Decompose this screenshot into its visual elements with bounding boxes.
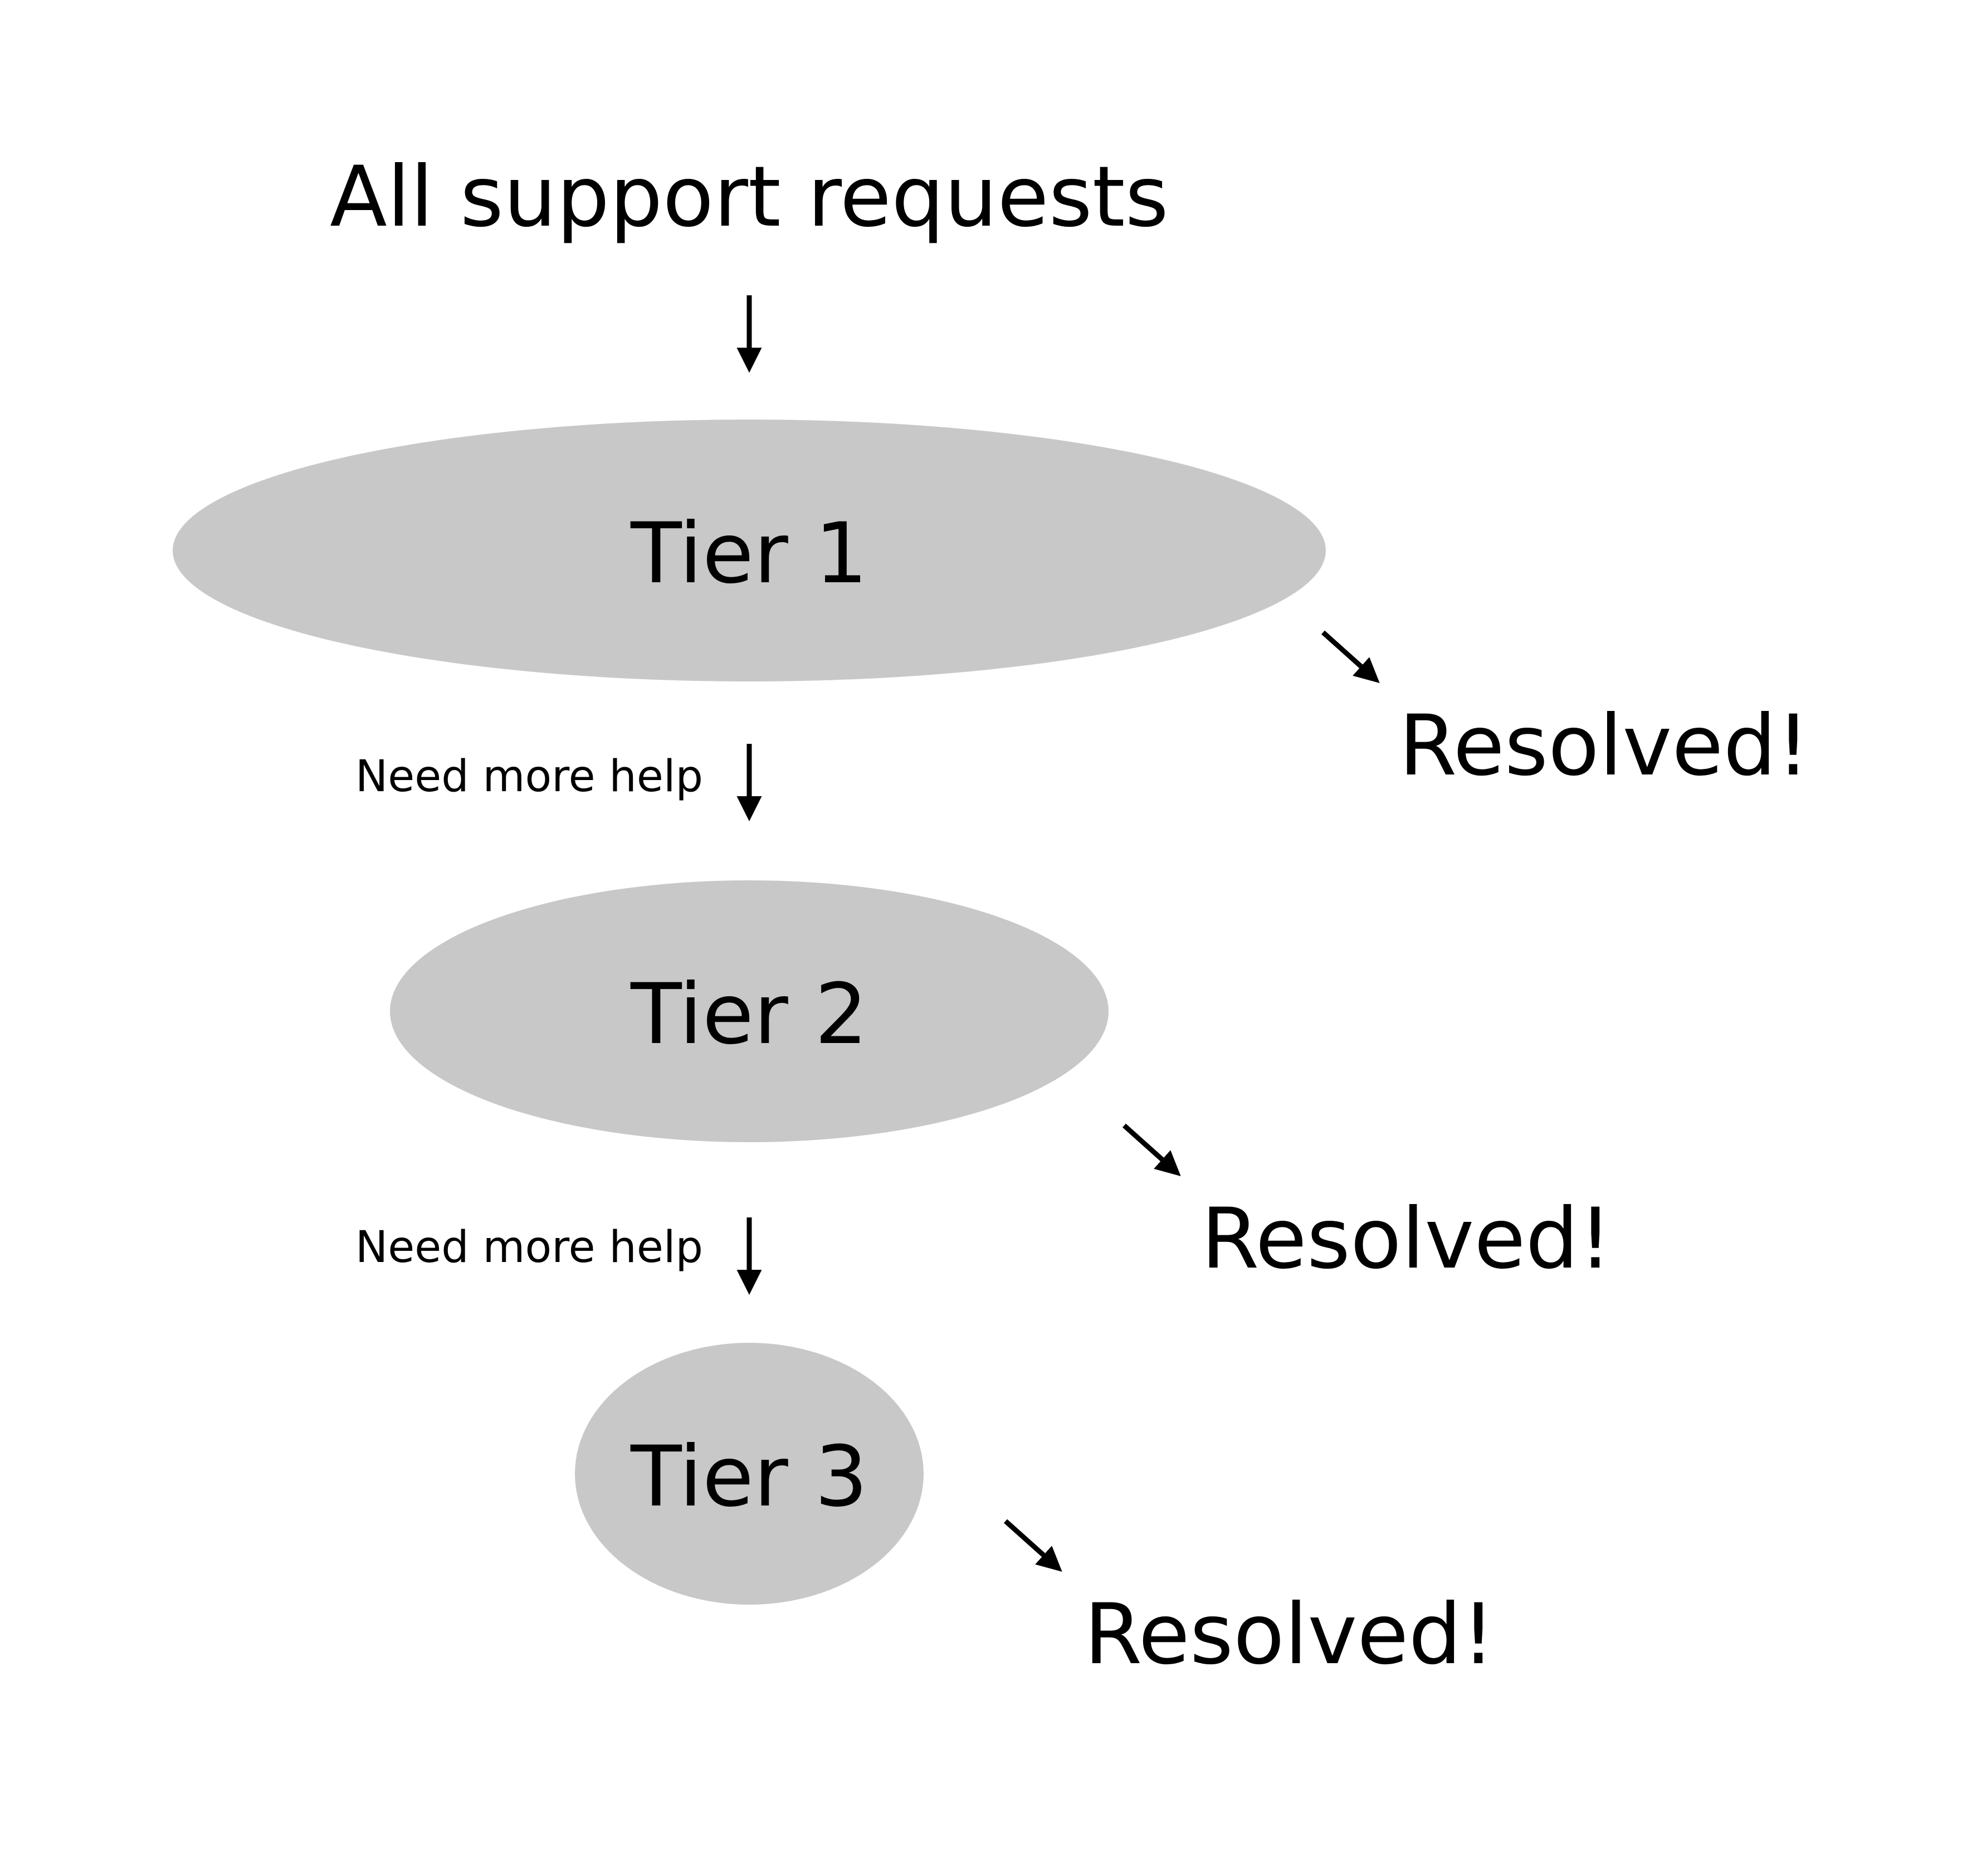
tier-2-resolved-arrow (1122, 1123, 1181, 1177)
tier-1-node: Tier 1 (173, 420, 1326, 681)
tier-3-resolved-label: Resolved! (1084, 1586, 1495, 1683)
tier-2-label: Tier 2 (630, 966, 868, 1063)
tier-1-resolved-arrow (1321, 630, 1380, 684)
tier-3-ellipse (575, 1343, 924, 1605)
tier-1-resolved-label: Resolved! (1399, 698, 1810, 795)
tier-3-node: Tier 3 (575, 1343, 924, 1605)
tier-2-node: Tier 2 (390, 880, 1109, 1142)
tier-3-resolved-arrow (1003, 1519, 1062, 1572)
tier-1-ellipse (173, 420, 1326, 681)
tier-2-resolved-label: Resolved! (1201, 1191, 1612, 1288)
escalation-1-label: Need more help (355, 752, 703, 802)
diagram-title: All support requests (330, 149, 1169, 246)
escalation-2-label: Need more help (355, 1222, 703, 1273)
tier-1-label: Tier 1 (630, 505, 868, 602)
tier-2-ellipse (390, 880, 1109, 1142)
tier-3-label: Tier 3 (630, 1429, 868, 1526)
